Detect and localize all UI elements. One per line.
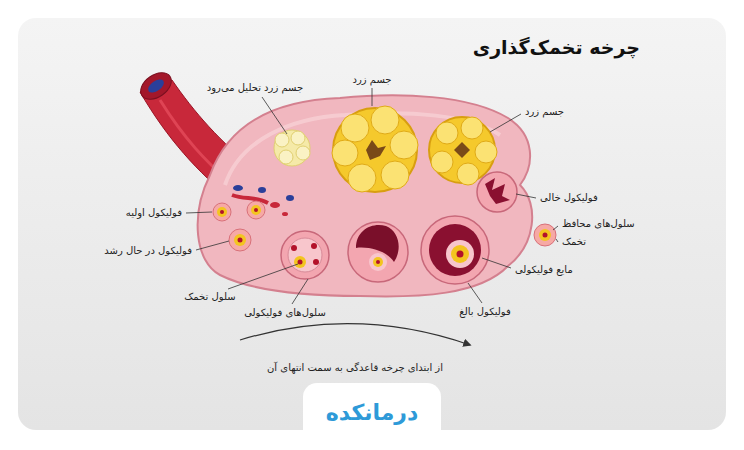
part-label: مایع فولیکولی xyxy=(515,264,573,276)
part-label: فولیکول خالی xyxy=(540,192,598,204)
released-ovum xyxy=(534,224,556,246)
part-label: فولیکول بالغ xyxy=(459,306,510,318)
part-label: جسم زرد xyxy=(352,74,391,86)
part-label: فولیکول اولیه xyxy=(126,207,182,219)
corpus-luteum xyxy=(332,106,418,192)
part-label: فولیکول در حال رشد xyxy=(104,245,192,257)
degenerating-corpus-luteum xyxy=(274,130,310,166)
diagram-title: چرخه تخمک‌گذاری xyxy=(473,36,640,59)
panel xyxy=(18,18,726,430)
part-label: سلول‌های فولیکولی xyxy=(244,307,326,319)
part-label: جسم زرد xyxy=(525,106,564,118)
growing-follicle xyxy=(281,231,329,279)
leader-lines xyxy=(186,88,558,304)
watermark-logo: درمانکده xyxy=(326,400,419,426)
part-label: تخمک xyxy=(562,236,586,248)
antral-follicle xyxy=(348,222,408,282)
empty-follicle xyxy=(477,172,517,212)
cycle-arrow xyxy=(240,324,470,345)
arrow-note: از ابتدای چرخه قاعدگی به سمت انتهای آن xyxy=(267,362,443,374)
mature-follicle xyxy=(421,216,489,284)
part-label: سلول تخمک xyxy=(184,291,235,303)
part-label: سلول‌های محافظ xyxy=(562,218,635,230)
logo-box xyxy=(303,383,441,445)
ovary xyxy=(198,95,533,296)
part-label: جسم زرد تحلیل می‌رود xyxy=(207,82,303,94)
